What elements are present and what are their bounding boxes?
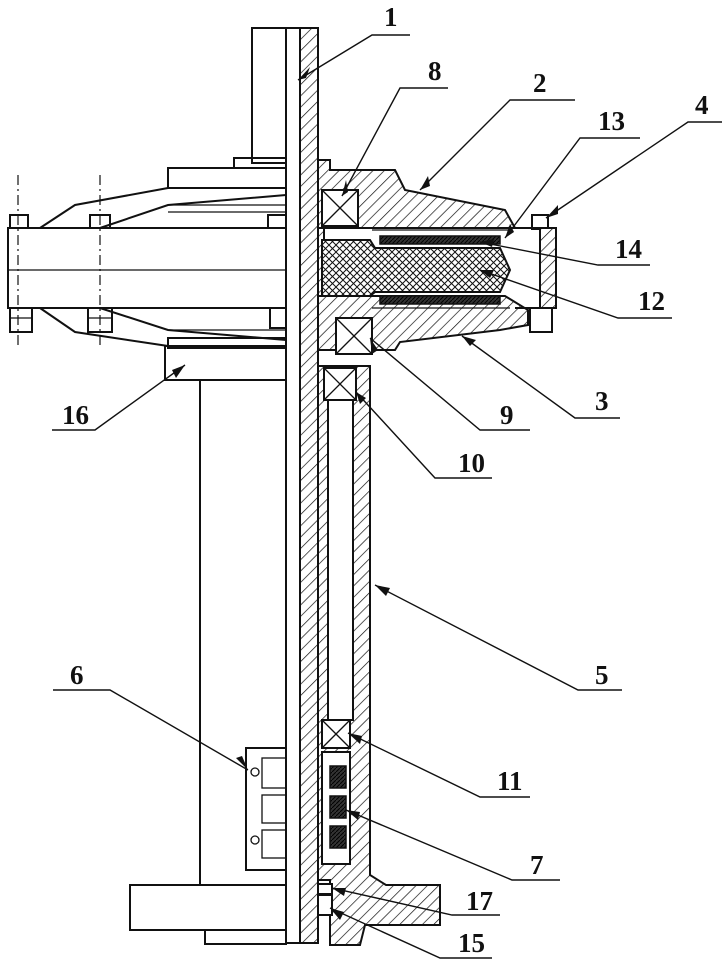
support-frame [8, 28, 286, 944]
label-part-14: 14 [615, 234, 642, 264]
part-labels: 1 8 2 13 4 14 12 3 16 9 10 5 6 11 7 17 1… [62, 2, 709, 958]
label-part-1: 1 [384, 2, 398, 32]
label-part-7: 7 [530, 850, 544, 880]
label-part-6: 6 [70, 660, 84, 690]
label-part-3: 3 [595, 386, 609, 416]
label-part-4: 4 [695, 90, 709, 120]
label-part-11: 11 [497, 766, 523, 796]
label-part-13: 13 [598, 106, 625, 136]
bolt-group [10, 175, 286, 348]
hub-housing [318, 160, 556, 354]
label-part-10: 10 [458, 448, 485, 478]
shaft [286, 28, 318, 943]
label-part-2: 2 [533, 68, 547, 98]
label-part-12: 12 [638, 286, 665, 316]
label-part-16: 16 [62, 400, 89, 430]
label-part-17: 17 [466, 886, 493, 916]
label-part-9: 9 [500, 400, 514, 430]
label-part-8: 8 [428, 56, 442, 86]
lower-sleeve [318, 366, 440, 945]
label-part-5: 5 [595, 660, 609, 690]
label-part-15: 15 [458, 928, 485, 958]
